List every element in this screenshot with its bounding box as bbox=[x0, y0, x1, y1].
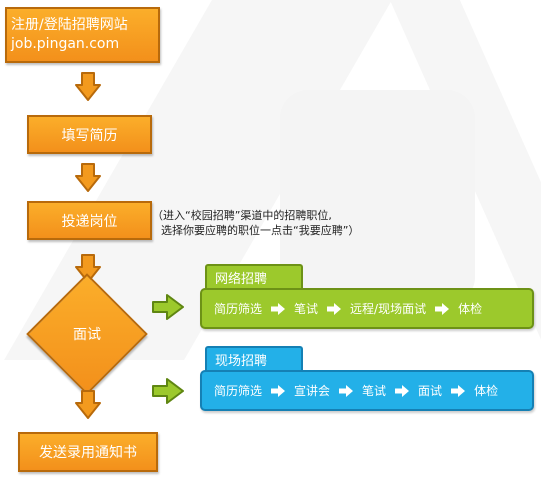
step-interview: 面试 bbox=[26, 273, 148, 395]
flow-step: 面试 bbox=[418, 384, 443, 398]
step-fill-resume: 填写简历 bbox=[27, 115, 152, 154]
background-shape bbox=[280, 90, 475, 305]
right-arrow-icon bbox=[152, 378, 184, 404]
flow-arrow-icon bbox=[435, 302, 450, 315]
interview-label: 面试 bbox=[73, 327, 101, 343]
flow-arrow-icon bbox=[271, 384, 286, 397]
flow-arrow-icon bbox=[451, 384, 466, 397]
flow-step: 体检 bbox=[474, 384, 499, 398]
step-register: 注册/登陆招聘网站 job.pingan.com bbox=[5, 7, 160, 63]
flow-arrow-icon bbox=[339, 384, 354, 397]
flow-step: 简历筛选 bbox=[214, 302, 263, 316]
deliver-note: （进入“校园招聘”渠道中的招聘职位, 选择你要应聘的职位一点击“我要应聘”） bbox=[152, 208, 359, 238]
onsite-recruitment-tab: 现场招聘 bbox=[205, 346, 303, 370]
step-deliver-position: 投递岗位 bbox=[27, 201, 152, 240]
flow-arrow-icon bbox=[271, 302, 286, 315]
down-arrow-icon bbox=[75, 390, 101, 419]
flow-arrow-icon bbox=[327, 302, 342, 315]
down-arrow-icon bbox=[75, 163, 101, 192]
right-arrow-icon bbox=[152, 294, 184, 320]
deliver-note-line1: （进入“校园招聘”渠道中的招聘职位, bbox=[152, 209, 332, 222]
flow-step: 远程/现场面试 bbox=[350, 302, 427, 316]
flow-step: 简历筛选 bbox=[214, 384, 263, 398]
flow-step: 笔试 bbox=[294, 302, 319, 316]
deliver-note-line2: 选择你要应聘的职位一点击“我要应聘”） bbox=[161, 224, 360, 237]
down-arrow-icon bbox=[75, 72, 101, 101]
step-register-title: 注册/登陆招聘网站 bbox=[11, 17, 128, 33]
flow-step: 宣讲会 bbox=[294, 384, 331, 398]
network-recruitment-tab: 网络招聘 bbox=[205, 264, 303, 288]
down-arrow-icon bbox=[75, 254, 101, 283]
network-recruitment-flow: 简历筛选 笔试 远程/现场面试 体检 bbox=[200, 288, 534, 329]
onsite-recruitment-flow: 简历筛选 宣讲会 笔试 面试 体检 bbox=[200, 370, 534, 411]
step-register-url: job.pingan.com bbox=[11, 36, 120, 52]
flow-step: 笔试 bbox=[362, 384, 387, 398]
flow-arrow-icon bbox=[395, 384, 410, 397]
step-send-offer: 发送录用通知书 bbox=[18, 432, 158, 472]
flow-step: 体检 bbox=[458, 302, 483, 316]
